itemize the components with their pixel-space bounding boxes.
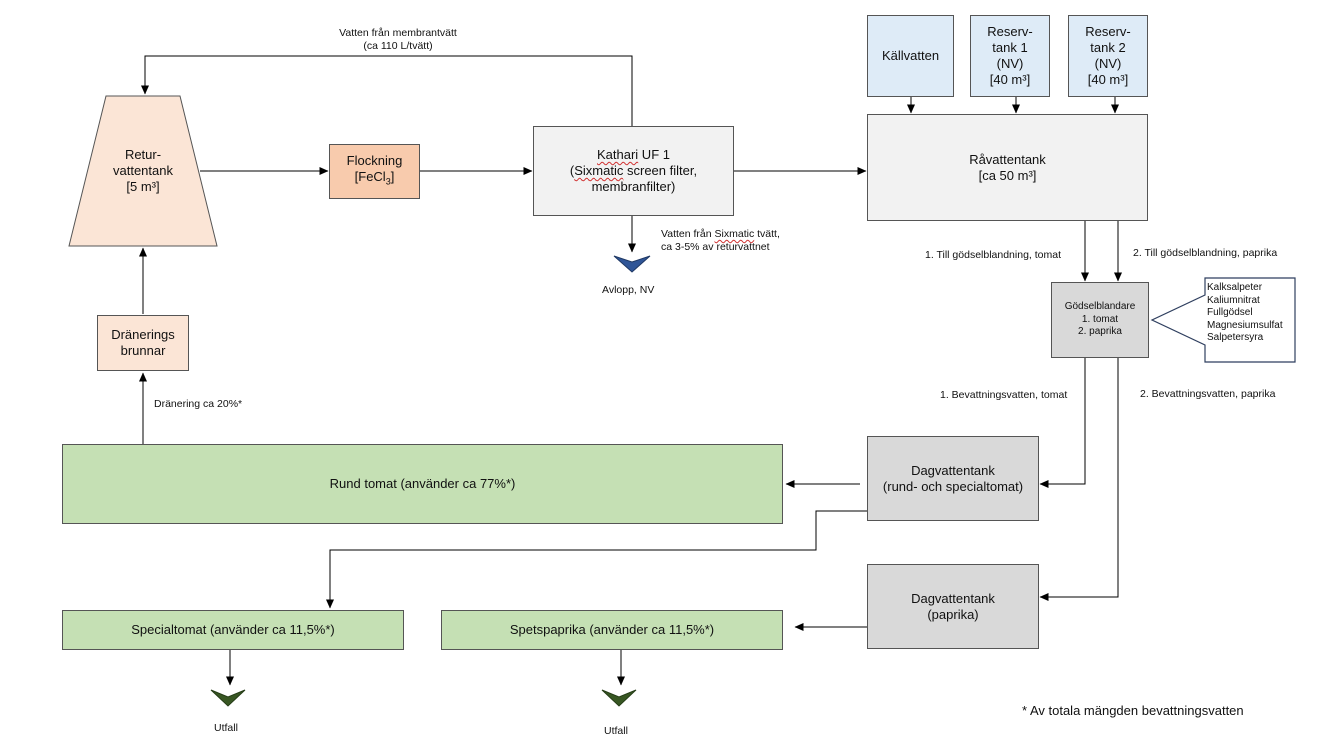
reserv1-line-3: (NV) <box>996 56 1024 71</box>
reserv2-line-3: (NV) <box>1094 56 1122 71</box>
flockning-formula-prefix: [FeCl <box>354 169 386 185</box>
label-sixmatic-line-1: Vatten från Sixmatic tvätt, <box>661 228 780 241</box>
returtank-shape <box>68 95 218 247</box>
fertilizer-item-4: Magnesiumsulfat <box>1207 319 1283 331</box>
label-till-godsel-tomat: 1. Till gödselblandning, tomat <box>925 249 1062 261</box>
godselblandare-box: Gödselblandare 1. tomat 2. paprika <box>1051 282 1149 358</box>
reserv1-line-1: Reserv- <box>987 24 1033 39</box>
label-sixmatic-word: Sixmatic <box>714 228 755 240</box>
arrow-membrantvatt-return <box>141 55 633 126</box>
godselblandare-line-2: 1. tomat <box>1081 313 1119 325</box>
label-sixmatic-tvatt: Vatten från Sixmatic tvätt, ca 3-5% av r… <box>661 228 780 254</box>
fertilizer-item-1: Kalksalpeter <box>1207 282 1263 293</box>
reserv2-line-2: tank 2 <box>1090 40 1126 55</box>
label-membrantvatt: Vatten från membrantvätt (ca 110 L/tvätt… <box>318 27 478 53</box>
ravattentank-line-2: [ca 50 m³] <box>978 167 1037 183</box>
rund-tomat-label: Rund tomat (använder ca 77%*) <box>329 476 516 491</box>
reservtank-1-box: Reserv- tank 1 (NV) [40 m³] <box>970 15 1050 97</box>
label-sixmatic-suffix: tvätt, <box>754 228 780 240</box>
kathari-box: Kathari UF 1 (Sixmatic screen filter, me… <box>533 126 734 216</box>
flockning-formula: [FeCl3] <box>347 169 403 190</box>
kathari-line-2: (Sixmatic screen filter, <box>570 163 697 179</box>
fertilizer-item-2: Kaliumnitrat <box>1207 294 1260 306</box>
drain-symbol-avlopp <box>613 255 651 273</box>
label-membrantvatt-line-2: (ca 110 L/tvätt) <box>363 40 433 52</box>
arrow-godsel-to-dagvatten-tomat <box>1039 358 1086 488</box>
arrow-godsel-to-dagvatten-paprika <box>1039 358 1119 601</box>
kathari-line-1: Kathari UF 1 <box>570 147 697 163</box>
reserv2-line-1: Reserv- <box>1085 24 1131 39</box>
label-sixmatic-line-2: ca 3-5% av returvattnet <box>661 241 770 253</box>
dranering-line-1: Dränerings <box>111 327 175 342</box>
dagvattentank-paprika-box: Dagvattentank (paprika) <box>867 564 1039 649</box>
drain-symbol-utfall-spetspaprika <box>601 689 637 707</box>
spetspaprika-box: Spetspaprika (använder ca 11,5%*) <box>441 610 783 650</box>
dagvatten-paprika-line-1: Dagvattentank <box>911 590 995 606</box>
label-sixmatic-prefix: Vatten från <box>661 228 715 240</box>
kathari-line-3: membranfilter) <box>591 179 676 194</box>
reserv2-line-4: [40 m³] <box>1087 72 1129 87</box>
dagvattentank-tomat-box: Dagvattentank (rund- och specialtomat) <box>867 436 1039 521</box>
label-membrantvatt-line-1: Vatten från membrantvätt <box>339 27 457 39</box>
dagvatten-paprika-line-2: (paprika) <box>927 606 979 622</box>
kathari-line-2-rest: screen filter, <box>623 163 698 178</box>
returtank: Retur- vattentank [5 m³] <box>69 96 217 246</box>
kallvatten-label: Källvatten <box>881 48 940 63</box>
kathari-word: Kathari <box>596 147 639 162</box>
footnote: * Av totala mängden bevattningsvatten <box>1022 703 1244 718</box>
godselblandare-line-3: 2. paprika <box>1078 326 1122 338</box>
flockning-formula-subscript: 3 <box>385 176 391 187</box>
reserv1-line-4: [40 m³] <box>989 72 1031 87</box>
kathari-line-2-prefix: ( <box>569 163 575 178</box>
dagvatten-tomat-line-2: (rund- och specialtomat) <box>882 478 1024 494</box>
specialtomat-label: Specialtomat (använder ca 11,5%*) <box>131 622 335 637</box>
reservtank-2-box: Reserv- tank 2 (NV) [40 m³] <box>1068 15 1148 97</box>
dranering-line-2: brunnar <box>120 343 166 358</box>
specialtomat-box: Specialtomat (använder ca 11,5%*) <box>62 610 404 650</box>
kathari-line-1-rest: UF 1 <box>638 147 670 162</box>
label-till-godsel-paprika: 2. Till gödselblandning, paprika <box>1133 247 1278 259</box>
spetspaprika-label: Spetspaprika (använder ca 11,5%*) <box>509 622 715 637</box>
drain-symbol-utfall-specialtomat <box>210 689 246 707</box>
fertilizer-item-3: Fullgödsel <box>1207 307 1253 318</box>
dagvatten-tomat-line-1: Dagvattentank <box>911 462 995 478</box>
label-utfall-spetspaprika: Utfall <box>604 725 628 737</box>
kallvatten-box: Källvatten <box>867 15 954 97</box>
fertilizer-list: Kalksalpeter Kaliumnitrat Fullgödsel Mag… <box>1207 282 1295 345</box>
label-bevattning-tomat: 1. Bevattningsvatten, tomat <box>940 389 1068 401</box>
flockning-box: Flockning [FeCl3] <box>329 144 420 199</box>
godselblandare-line-1: Gödselblandare <box>1064 301 1136 313</box>
label-dranering-pct: Dränering ca 20%* <box>154 398 243 410</box>
returtank-line-1: Retur- <box>124 147 162 162</box>
returtank-line-3: [5 m³] <box>126 179 160 194</box>
label-bevattning-paprika: 2. Bevattningsvatten, paprika <box>1140 388 1276 400</box>
flockning-title: Flockning <box>346 153 403 169</box>
flockning-formula-suffix: ] <box>390 169 395 185</box>
dranering-box: Dränerings brunnar <box>97 315 189 371</box>
reserv1-line-2: tank 1 <box>992 40 1028 55</box>
arrow-dagvatten-to-specialtomat <box>326 510 867 609</box>
fertilizer-input-arrow <box>1150 277 1296 363</box>
label-avlopp: Avlopp, NV <box>602 284 655 296</box>
returtank-line-2: vattentank <box>113 163 173 178</box>
sixmatic-word: Sixmatic <box>574 163 624 178</box>
ravattentank-line-1: Råvattentank <box>969 151 1046 167</box>
ravattentank-box: Råvattentank [ca 50 m³] <box>867 114 1148 221</box>
label-utfall-specialtomat: Utfall <box>214 722 238 734</box>
fertilizer-item-5: Salpetersyra <box>1207 332 1264 343</box>
rund-tomat-box: Rund tomat (använder ca 77%*) <box>62 444 783 524</box>
